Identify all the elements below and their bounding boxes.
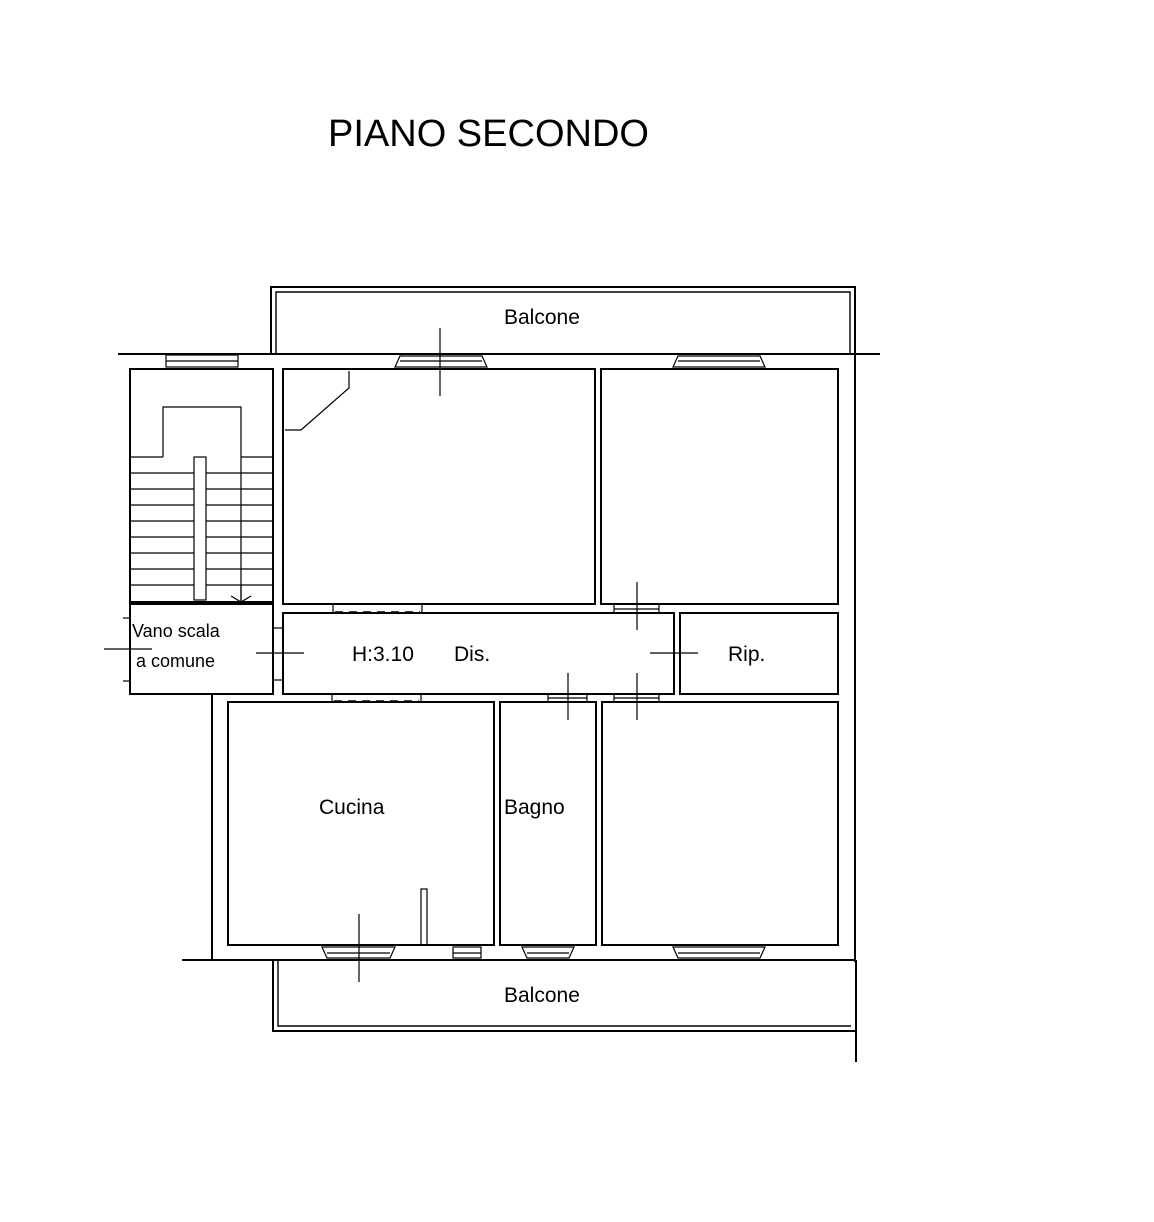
room-top-right — [600, 368, 839, 605]
exterior-walls — [118, 353, 880, 962]
balcony-bottom-label: Balcone — [504, 984, 580, 1007]
room-top-left — [282, 368, 596, 605]
balcony-top — [270, 286, 856, 354]
balcony-bottom — [272, 960, 857, 1062]
room-cucina — [227, 701, 495, 946]
stairwell-label-line2: a comune — [136, 651, 215, 671]
room-walls — [227, 368, 839, 946]
balcony-top-label: Balcone — [504, 306, 580, 329]
ceiling-height-label: H:3.10 — [352, 643, 414, 666]
room-bottom-right — [601, 701, 839, 946]
cucina-label: Cucina — [319, 796, 385, 819]
windows — [165, 354, 766, 959]
open-passages — [334, 603, 420, 702]
stair-landing — [104, 603, 282, 695]
stairwell-label-line1: Vano scala — [132, 621, 221, 641]
page-title: PIANO SECONDO — [328, 113, 649, 155]
stairwell — [129, 368, 274, 603]
bagno-label: Bagno — [504, 796, 565, 819]
ripostiglio-label: Rip. — [728, 643, 765, 666]
door-markers — [256, 328, 698, 982]
disimpegno-label: Dis. — [454, 643, 490, 666]
room-bagno — [499, 701, 597, 946]
